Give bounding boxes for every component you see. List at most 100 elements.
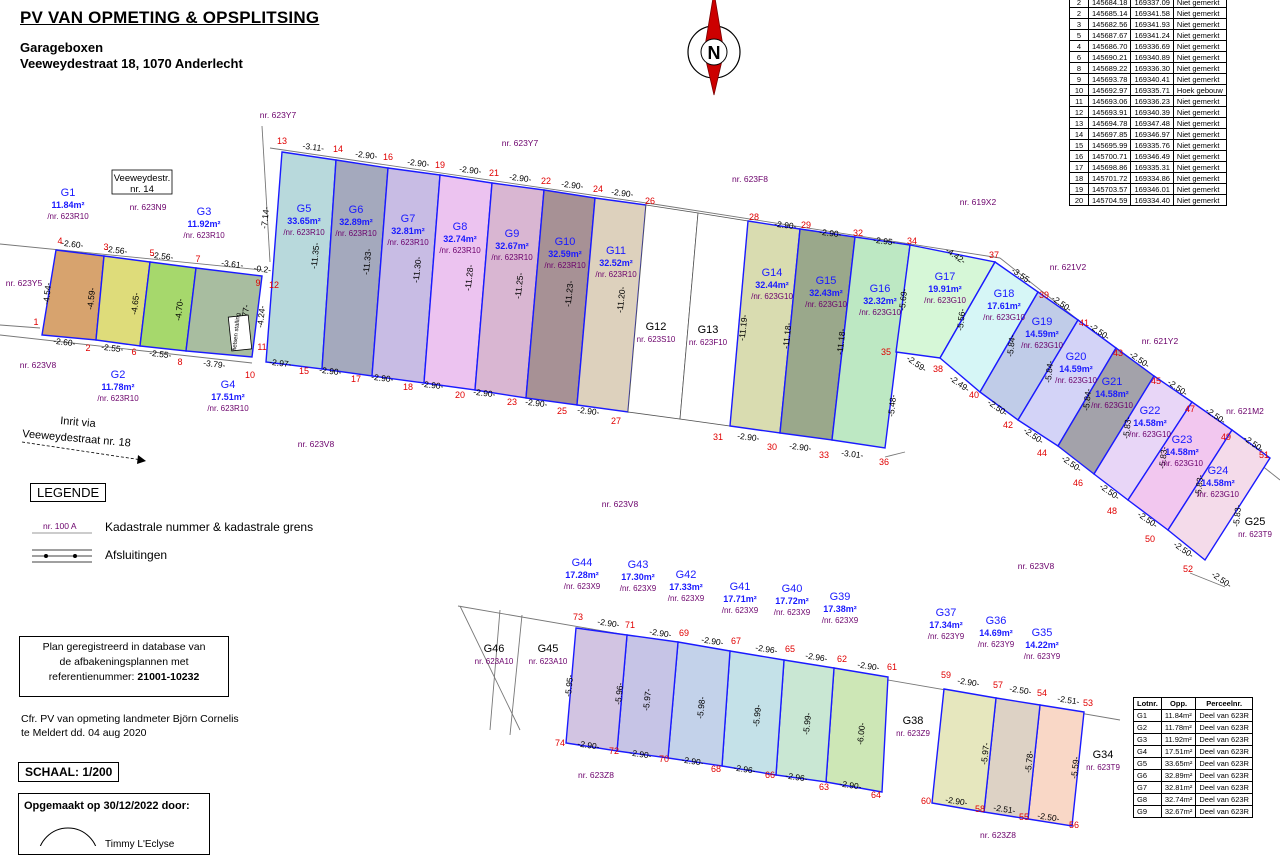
point-55: 55 [1019,812,1029,822]
lot-id-g6: G6 [349,204,364,216]
table-cell: G4 [1133,745,1162,758]
table-cell: 145687.67 [1087,29,1132,41]
lot-area-g6: 32.89m² [339,217,373,227]
point-24: 24 [593,184,603,194]
point-14: 14 [333,144,343,154]
dim-depth: -5.48- [886,394,898,417]
table-cell: 169341.58 [1130,7,1174,19]
north-letter: N [708,43,721,63]
lot-parcel-g44: /nr. 623X9 [564,582,601,591]
point-44: 44 [1037,448,1047,458]
table-cell: Niet gemerkt [1172,51,1227,63]
table-cell: 2 [1069,7,1089,19]
table-cell: Deel van 623R [1195,793,1253,806]
dim-bottom: -2.55- [149,348,172,361]
dim-depth: -11.20- [615,286,628,313]
table-cell: 145690.21 [1087,51,1132,63]
lot-parcel-g22: /nr. 623G10 [1129,430,1171,439]
lot-area-g39: 17.38m² [823,604,857,614]
point-33: 33 [819,450,829,460]
lot-area-g21: 14.58m² [1095,389,1129,399]
legend-sample-parcel: nr. 100 A [43,521,77,531]
table-cell: Niet gemerkt [1172,18,1227,30]
parcel-label: nr. 623V8 [602,499,639,509]
north-arrow-icon: N [687,0,741,96]
dim-top: -2.95- [873,235,896,248]
point-3: 3 [103,242,108,252]
table-cell: Deel van 623R [1195,733,1253,746]
lot-area-g10: 32.59m² [548,249,582,259]
point-68: 68 [711,764,721,774]
table-cell: G9 [1133,805,1162,818]
dim-top: -2.90- [611,187,634,200]
point-4: 4 [57,236,62,246]
table-cell: 13 [1069,117,1089,129]
dim-bottom: -2.90- [789,441,812,454]
point-5: 5 [149,248,154,258]
table-cell: Niet gemerkt [1172,194,1227,206]
point-17: 17 [351,374,361,384]
table-cell: 33.65m² [1160,757,1197,770]
point-51: 51 [1259,450,1269,460]
lot-parcel-g38: nr. 623Z9 [896,729,930,738]
dim-lower-depth: -5.97- [979,742,991,765]
table-cell: 20 [1069,194,1089,206]
lot-area-g5: 33.65m² [287,216,321,226]
table-cell: 4 [1069,40,1089,52]
point-42: 42 [1003,420,1013,430]
plan-title: PV VAN OPMETING & OPSPLITSING [20,8,320,27]
lot-area-g14: 32.44m² [755,280,789,290]
point-71: 71 [625,620,635,630]
table-cell: 145693.06 [1087,95,1132,107]
lot-parcel-g16: /nr. 623G10 [859,308,901,317]
point-18: 18 [403,382,413,392]
lot-parcel-g15: /nr. 623G10 [805,300,847,309]
street-box [111,169,173,195]
table-cell: 16 [1069,150,1089,162]
table-cell: 145684.18 [1087,0,1132,8]
dim-top: -2.60- [61,238,84,251]
dim-bottom: -2.60- [53,336,76,349]
point-13: 13 [277,136,287,146]
legend-item-fences: Afsluitingen [105,548,167,562]
lot-parcel-g41: /nr. 623X9 [722,606,759,615]
table-cell: Niet gemerkt [1172,161,1227,173]
parcel-label: nr. 623Z8 [980,830,1016,840]
dim-depth: -5.84- [1043,360,1055,383]
table-cell: 32.81m² [1160,781,1197,794]
dim-top: -2.90- [561,179,584,192]
dim-lower-bottom: -2.90- [839,778,863,791]
dim-lower-top: -2.96- [755,642,779,655]
table-cell: G8 [1133,793,1162,806]
lot-g16 [831,236,911,449]
lot-id-g18: G18 [994,288,1015,300]
point-8: 8 [177,357,182,367]
scale-label: SCHAAL: 1/200 [18,762,120,782]
lot-id-g35: G35 [1032,627,1053,639]
dim-depth: -4.59- [85,287,97,310]
dim-depth: -11.35- [309,242,322,269]
dim-bottom: -2.55- [101,342,124,355]
dim-top: -2.90- [407,157,430,170]
point-45: 45 [1151,376,1161,386]
parcel-label: nr. 619X2 [960,197,997,207]
lot-id-g15: G15 [816,275,837,287]
lots-table-header: Opp. [1160,697,1197,710]
lot-id-g2: G2 [111,369,126,381]
table-cell: 169334.86 [1130,172,1174,184]
table-cell: 19 [1069,183,1089,195]
table-cell: 145695.99 [1087,139,1132,151]
point-67: 67 [731,636,741,646]
lot-id-g45: G45 [538,643,559,655]
lot-id-g41: G41 [730,581,751,593]
